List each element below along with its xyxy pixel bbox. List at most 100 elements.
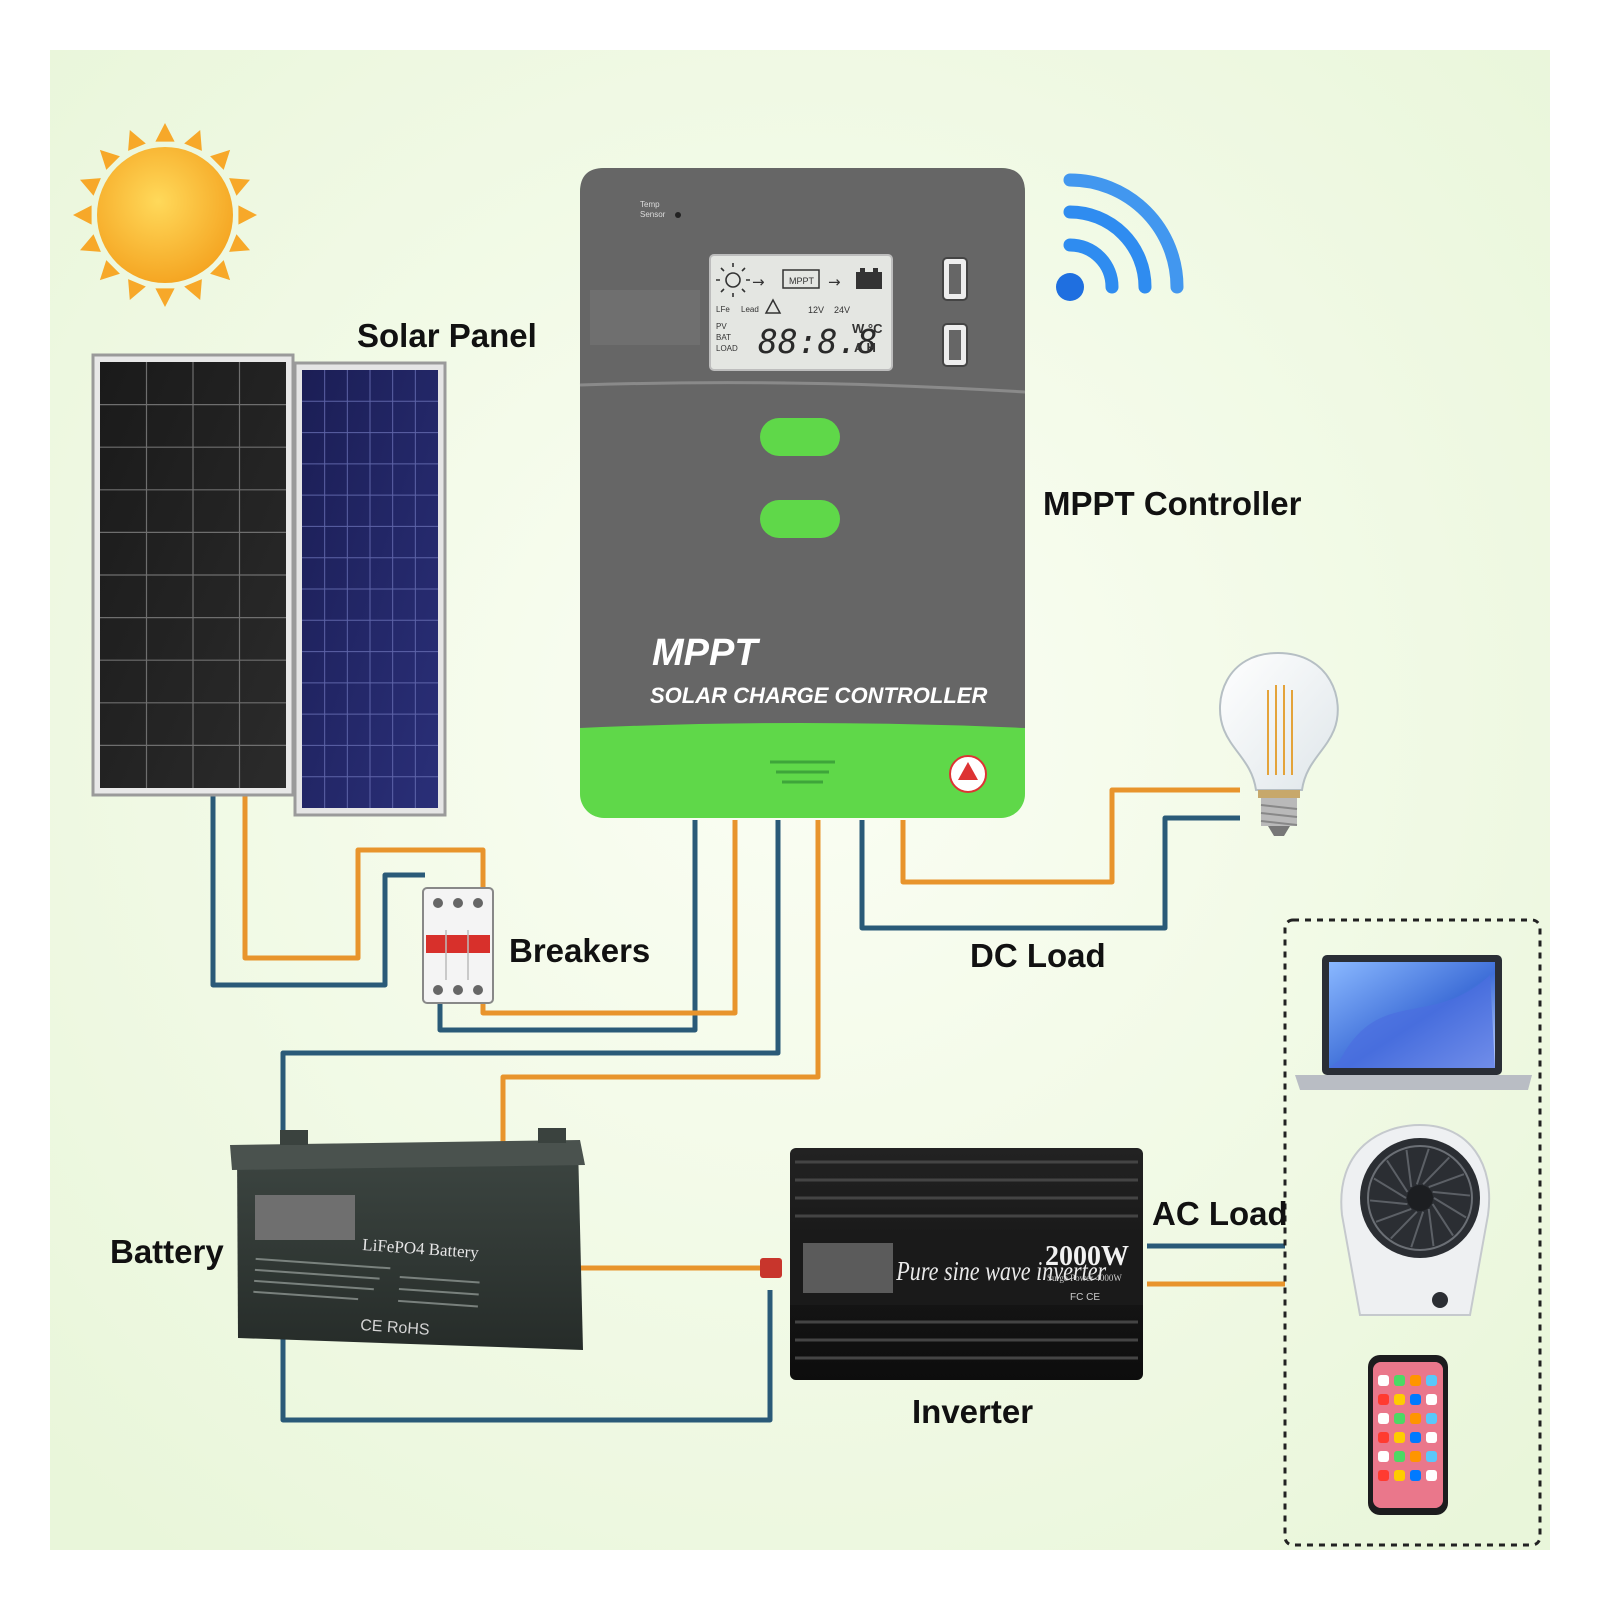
app-icon <box>1410 1470 1421 1481</box>
app-icon <box>1410 1451 1421 1462</box>
inverter-terminal <box>760 1258 782 1278</box>
app-icon <box>1378 1375 1389 1386</box>
sun-ray <box>184 130 202 151</box>
solar-panel-front <box>91 353 295 797</box>
battery-marks: CE RoHS <box>360 1317 430 1339</box>
app-icon <box>1426 1375 1437 1386</box>
sun-ray <box>210 149 231 170</box>
sun-ray <box>229 234 250 252</box>
inverter-surge: Surge Power 4000W <box>1047 1273 1122 1283</box>
sun-ray <box>184 279 202 300</box>
app-icon <box>1426 1394 1437 1405</box>
app-icon <box>1394 1451 1405 1462</box>
lcd-voltage-12: 12V <box>808 305 824 315</box>
sun-icon <box>73 123 257 307</box>
sun-ray <box>99 149 120 170</box>
usb-port-icon <box>942 323 968 367</box>
solar-panel-back <box>293 361 447 817</box>
label-ac-load: AC Load <box>1152 1195 1288 1232</box>
wire-panel-negative <box>210 790 425 988</box>
app-icon <box>1426 1451 1437 1462</box>
wire-breaker-negative <box>437 820 698 1033</box>
controller-subtitle: SOLAR CHARGE CONTROLLER <box>650 683 987 708</box>
app-icon <box>1410 1432 1421 1443</box>
mppt-controller-device: Temp Sensor → MPPT → LFe Lead 12V 24V PV <box>579 168 1026 818</box>
sun-ray <box>99 260 120 281</box>
fan-icon <box>1340 1123 1491 1316</box>
lcd-tag-lfe: LFe <box>716 305 730 314</box>
lcd-row-load: LOAD <box>716 344 738 353</box>
smartphone-icon <box>1368 1355 1448 1515</box>
sun-ray <box>229 178 250 196</box>
lcd-row-pv: PV <box>716 322 727 331</box>
sun-ray <box>73 205 92 225</box>
temp-sensor-label: Temp <box>640 200 660 209</box>
breaker-module <box>422 887 494 1004</box>
lcd-display: → MPPT → LFe Lead 12V 24V PV BAT LOAD 88… <box>709 254 893 371</box>
wire-dcload-positive <box>900 787 1240 885</box>
label-dc-load: DC Load <box>970 937 1106 974</box>
lcd-digits: 88:8.8 <box>758 322 877 361</box>
label-inverter: Inverter <box>912 1393 1033 1430</box>
label-solar-panel: Solar Panel <box>357 317 537 354</box>
wire-panel-positive <box>242 790 486 961</box>
laptop-icon <box>1295 955 1532 1090</box>
inverter-power: 2000W <box>1045 1241 1129 1272</box>
sun-ray <box>80 178 101 196</box>
light-bulb-icon <box>1219 651 1339 836</box>
wire-dcload-negative <box>859 815 1240 931</box>
label-breakers: Breakers <box>509 932 650 969</box>
controller-button-up <box>760 418 840 456</box>
label-battery: Battery <box>110 1233 224 1270</box>
sun-ray <box>155 288 175 307</box>
sun-ray <box>238 205 257 225</box>
app-icon <box>1378 1470 1389 1481</box>
wire-battery-positive <box>500 820 821 1170</box>
app-icon <box>1378 1451 1389 1462</box>
wire-battery-negative <box>280 820 781 1160</box>
svg-text:→: → <box>828 273 841 291</box>
inverter-marks: FC CE <box>1070 1292 1100 1303</box>
lcd-row-bat: BAT <box>716 333 731 342</box>
app-icon <box>1394 1394 1405 1405</box>
sun-ray <box>210 260 231 281</box>
app-icon <box>1410 1413 1421 1424</box>
app-icon <box>1426 1432 1437 1443</box>
app-icon <box>1394 1470 1405 1481</box>
sun-ray <box>128 279 146 300</box>
wifi-icon <box>1056 173 1184 301</box>
app-icon <box>1426 1470 1437 1481</box>
app-icon <box>1410 1394 1421 1405</box>
warning-icon <box>949 755 987 793</box>
controller-brand: MPPT <box>652 632 760 674</box>
app-icon <box>1378 1432 1389 1443</box>
sun-ray <box>128 130 146 151</box>
lcd-voltage-24: 24V <box>834 305 850 315</box>
lcd-tag-lead: Lead <box>741 305 759 314</box>
ac-load-group <box>1283 918 1542 1547</box>
sun-ray <box>155 123 175 142</box>
app-icon <box>1426 1413 1437 1424</box>
controller-vent <box>770 760 835 784</box>
lcd-units-top: W °C <box>852 321 883 336</box>
usb-port-icon <box>942 257 968 301</box>
lcd-mppt-tag: MPPT <box>789 276 815 286</box>
lcd-units-bottom: A H <box>854 340 876 355</box>
app-icon <box>1394 1375 1405 1386</box>
app-icon <box>1378 1413 1389 1424</box>
label-mppt-controller: MPPT Controller <box>1043 485 1302 522</box>
controller-button-down <box>760 500 840 538</box>
app-icon <box>1378 1394 1389 1405</box>
inverter-title: Pure sine wave inverter <box>895 1257 1106 1287</box>
lcd-battery-icon <box>856 268 882 289</box>
breaker-switch <box>426 935 490 953</box>
temp-sensor-label-2: Sensor <box>640 210 666 219</box>
app-icon <box>1394 1413 1405 1424</box>
battery-device: LiFePO4 Battery CE RoHS <box>230 1128 585 1350</box>
lcd-sun-icon <box>716 263 750 297</box>
sun-ray <box>80 234 101 252</box>
svg-text:→: → <box>752 273 765 291</box>
app-icon <box>1410 1375 1421 1386</box>
lcd-warning-icon <box>764 298 782 314</box>
